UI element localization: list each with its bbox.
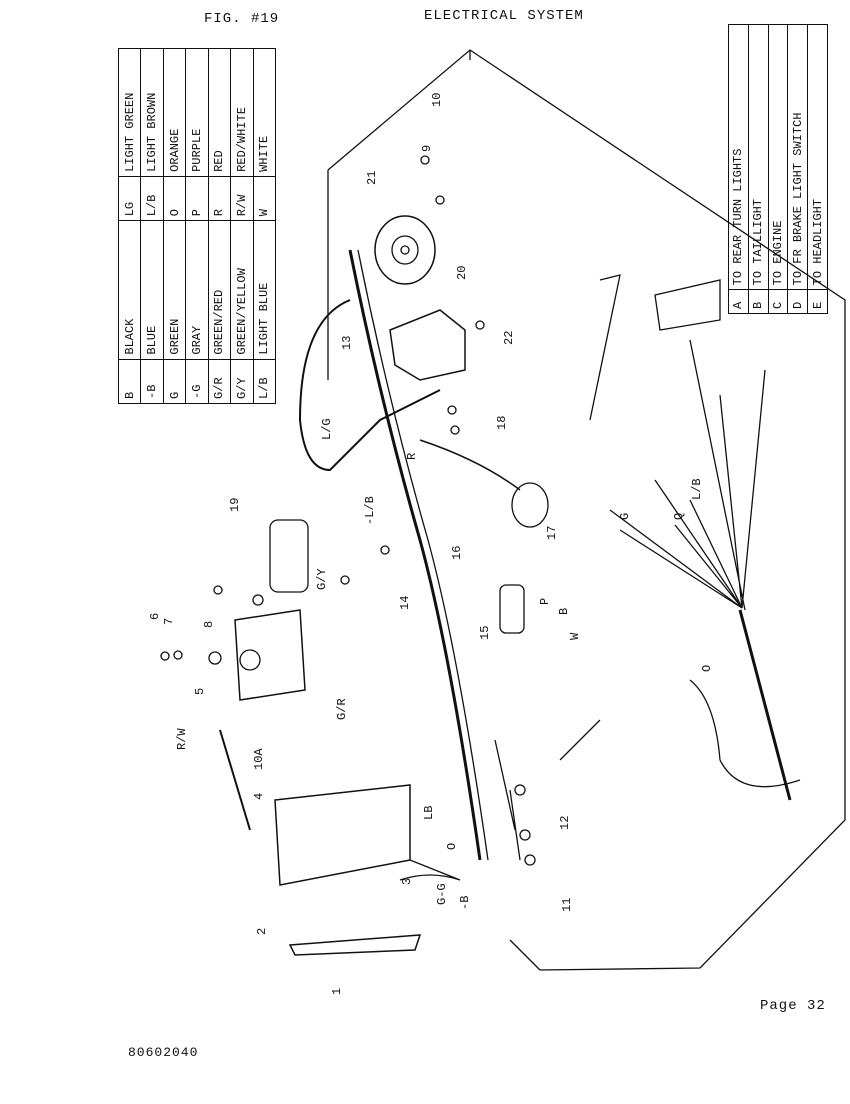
figure-number: FIG. #19	[204, 11, 280, 27]
rectifier	[234, 609, 306, 701]
wire-label: L/B	[690, 478, 704, 500]
headlight-harness	[738, 609, 792, 801]
wire-label: P	[538, 598, 552, 605]
wire-label: L/G	[320, 418, 334, 440]
part-number-17: 17	[545, 526, 559, 540]
part-number-9: 9	[420, 145, 434, 152]
part-number-15: 15	[478, 626, 492, 640]
wire-label: R	[405, 453, 419, 460]
part-number-4: 4	[252, 793, 266, 800]
wire-label: B	[557, 608, 571, 615]
harness-branch-upper	[298, 299, 441, 472]
part-number-18: 18	[495, 416, 509, 430]
relay	[499, 584, 525, 634]
frame-edge	[327, 50, 471, 380]
main-harness	[348, 249, 482, 861]
part-number-22: 22	[502, 331, 516, 345]
wire-label: G-G	[435, 883, 449, 905]
page-number: Page 32	[760, 998, 826, 1014]
document-number: 80602040	[128, 1045, 199, 1060]
part-number-12: 12	[558, 816, 572, 830]
part-number-8: 8	[202, 621, 216, 628]
part-number-20: 20	[455, 266, 469, 280]
spark-plug-cap	[419, 439, 521, 491]
page-title: ELECTRICAL SYSTEM	[424, 8, 584, 24]
wire-label: G	[618, 513, 632, 520]
battery-strap	[288, 934, 422, 956]
wire-label: O	[700, 665, 714, 672]
wire-label: Q	[672, 513, 686, 520]
part-number-14: 14	[398, 596, 412, 610]
part-number-10: 10	[430, 93, 444, 107]
fuse-holder	[219, 729, 251, 831]
part-number-3: 3	[400, 878, 414, 885]
wire-label: -B	[458, 896, 472, 910]
coil	[374, 215, 436, 285]
part-number-16: 16	[450, 546, 464, 560]
part-number-11: 11	[560, 898, 574, 912]
part-number-5: 5	[193, 688, 207, 695]
wire-label: LB	[422, 806, 436, 820]
taillight-harness	[689, 679, 801, 788]
wire-label: O	[445, 843, 459, 850]
switch	[494, 739, 521, 861]
wire-label: W	[568, 632, 582, 640]
part-number-13: 13	[340, 336, 354, 350]
wire-label: G/Y	[315, 568, 329, 590]
frame-plate-outline	[327, 49, 846, 971]
wire-label: R/W	[175, 728, 189, 750]
condenser	[269, 519, 309, 593]
part-number-1: 1	[330, 988, 344, 995]
regulator	[389, 309, 466, 381]
part-number-10A: 10A	[252, 748, 266, 770]
part-number-19: 19	[228, 498, 242, 512]
main-harness-inner	[357, 249, 489, 861]
headlight-connector	[654, 279, 721, 331]
wire-label: G/R	[335, 698, 349, 720]
part-number-7: 7	[162, 618, 176, 625]
part-number-21: 21	[365, 171, 379, 185]
wire-label: -L/B	[363, 496, 377, 525]
part-number-6: 6	[148, 613, 162, 620]
part-number-2: 2	[255, 928, 269, 935]
